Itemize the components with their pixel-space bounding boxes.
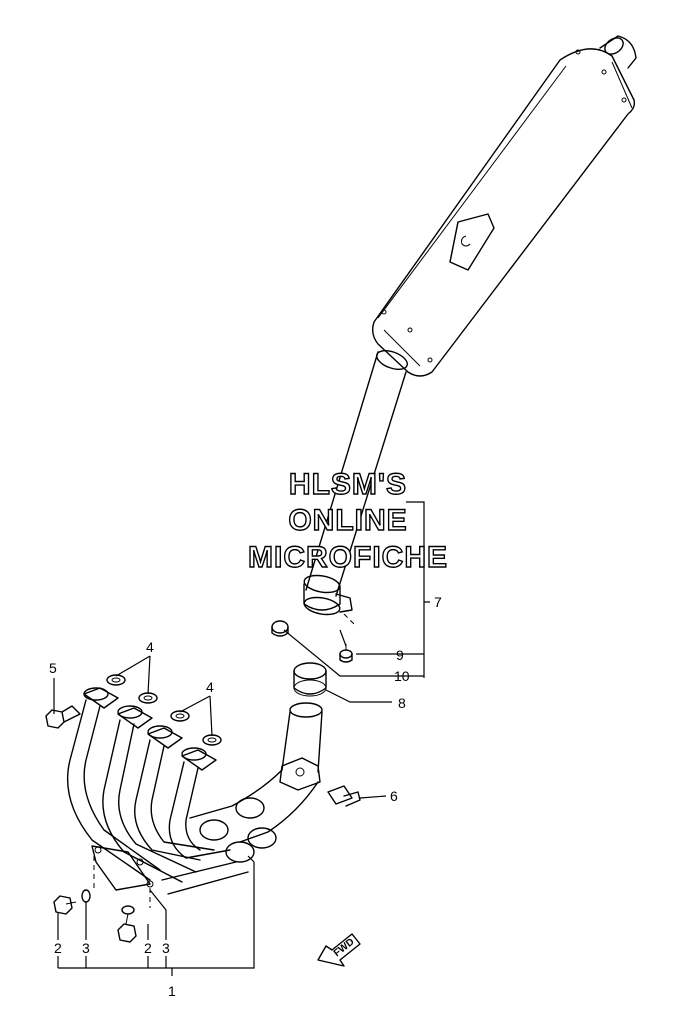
watermark-line-2: ONLINE bbox=[288, 504, 407, 537]
callout-6: 6 bbox=[390, 788, 398, 804]
flange-gasket bbox=[202, 734, 222, 746]
callout-2: 2 bbox=[54, 940, 62, 956]
fwd-label: FWD bbox=[332, 936, 357, 959]
exhaust-header-assembly bbox=[66, 687, 323, 908]
forward-direction-arrow: FWD bbox=[317, 933, 361, 967]
watermark: HLSM'S ONLINE MICROFICHE bbox=[247, 467, 448, 574]
bracket-washer bbox=[121, 905, 135, 915]
header-bolt bbox=[327, 785, 361, 807]
watermark-line-1: HLSM'S bbox=[289, 468, 407, 501]
flange-gasket bbox=[106, 674, 126, 686]
callout-7: 7 bbox=[434, 594, 442, 610]
flange-gasket bbox=[138, 692, 158, 704]
callout-2: 2 bbox=[144, 940, 152, 956]
callout-10: 10 bbox=[394, 668, 410, 684]
callout-labels: 1 2 3 2 3 4 4 5 6 7 8 9 10 bbox=[49, 594, 442, 999]
header-flange bbox=[83, 687, 119, 709]
callout-3: 3 bbox=[162, 940, 170, 956]
clamp-bolt bbox=[339, 644, 353, 663]
exhaust-gasket bbox=[293, 662, 327, 697]
header-flange bbox=[181, 747, 217, 771]
callout-5: 5 bbox=[49, 660, 57, 676]
clamp-nut bbox=[271, 620, 289, 637]
callout-4: 4 bbox=[206, 679, 214, 695]
bracket-bolt bbox=[53, 895, 77, 915]
watermark-line-3: MICROFICHE bbox=[248, 541, 448, 574]
callout-9: 9 bbox=[396, 647, 404, 663]
callout-3: 3 bbox=[82, 940, 90, 956]
callout-1: 1 bbox=[168, 983, 176, 999]
flange-gasket bbox=[170, 710, 190, 722]
callout-8: 8 bbox=[398, 695, 406, 711]
flange-nut bbox=[45, 705, 81, 729]
header-flange bbox=[117, 705, 153, 729]
connecting-pipe bbox=[305, 350, 408, 597]
pipe-clamp bbox=[303, 574, 357, 627]
leader-lines bbox=[53, 501, 430, 976]
muffler bbox=[371, 35, 637, 377]
header-flange bbox=[147, 725, 183, 749]
callout-4: 4 bbox=[146, 639, 154, 655]
bracket-washer bbox=[81, 889, 91, 903]
bracket-bolt bbox=[117, 913, 137, 943]
